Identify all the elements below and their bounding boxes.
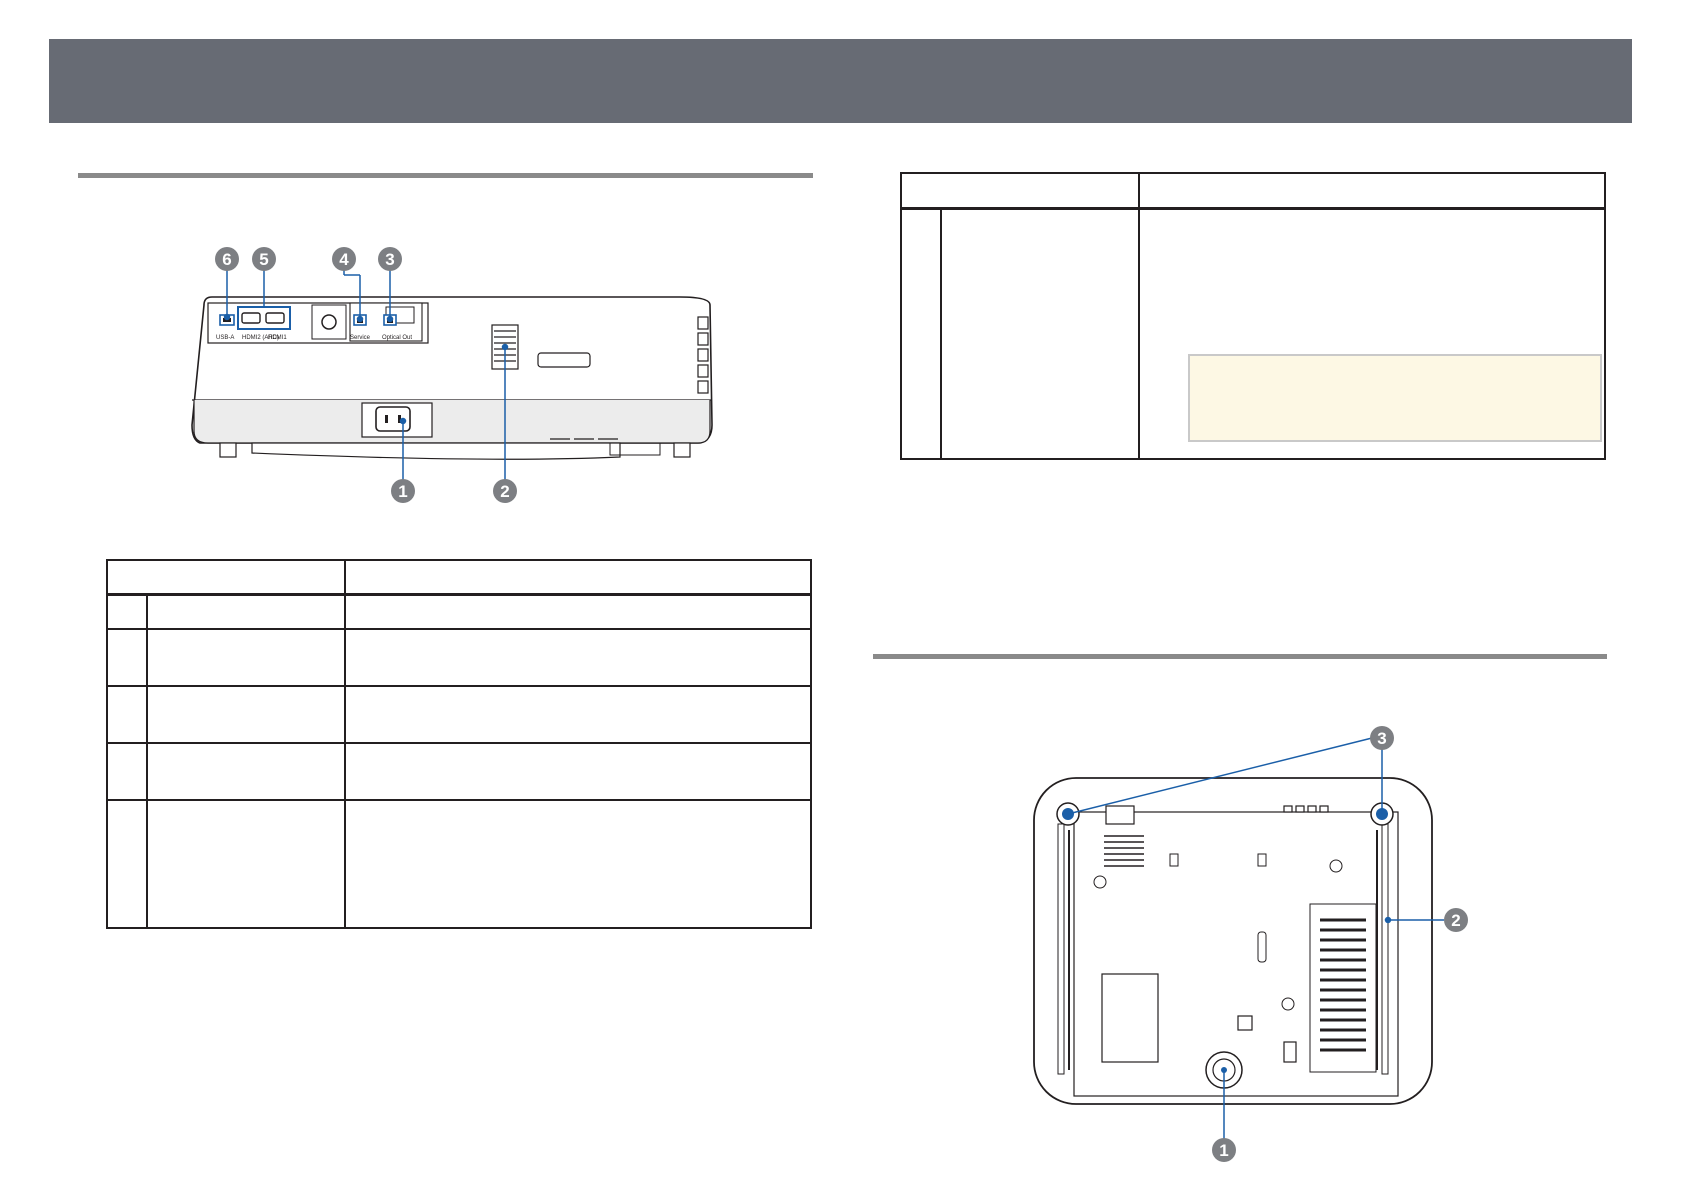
row-number [108, 630, 146, 638]
row-number [108, 596, 146, 604]
table-header [108, 561, 810, 596]
table-header [902, 174, 1604, 210]
row-description [344, 801, 810, 809]
table-row [108, 594, 810, 628]
callout-5: 5 [252, 247, 276, 271]
svg-text:2: 2 [1451, 911, 1460, 930]
projector-body: USB-A HDMI2 (ARC) HDMI1 Service Optical … [191, 296, 713, 460]
row-number [108, 687, 146, 695]
row-name [146, 687, 344, 695]
row-name [146, 744, 344, 752]
svg-text:1: 1 [398, 482, 407, 501]
header-cell-name [902, 174, 1138, 182]
row-number [902, 212, 940, 220]
column-divider [344, 561, 346, 927]
svg-text:3: 3 [385, 250, 394, 269]
row-description [344, 687, 810, 695]
table-row [108, 799, 810, 929]
callout-1: 1 [391, 479, 415, 503]
header-bar [49, 39, 1632, 123]
svg-text:5: 5 [259, 250, 268, 269]
header-cell-function [344, 561, 810, 569]
projector-rear-diagram: USB-A HDMI2 (ARC) HDMI1 Service Optical … [191, 247, 713, 503]
continued-parts-table [900, 172, 1606, 460]
section-rule-base [873, 654, 1607, 659]
row-number [108, 801, 146, 809]
header-cell-name [108, 561, 344, 569]
column-divider [1138, 174, 1140, 458]
row-description [344, 630, 810, 638]
table-row [108, 742, 810, 799]
port-label-optical: Optical Out [382, 335, 412, 341]
projector-base-diagram: 3 2 1 [1033, 726, 1468, 1162]
section-rule-rear [78, 173, 813, 178]
header-cell-function [1138, 174, 1604, 182]
row-name [146, 630, 344, 638]
port-label-service: Service [350, 335, 371, 341]
svg-text:3: 3 [1377, 729, 1386, 748]
number-column-divider [940, 210, 942, 458]
base-callout-3: 3 [1370, 726, 1394, 750]
table-row [108, 628, 810, 685]
row-number [108, 744, 146, 752]
svg-text:1: 1 [1219, 1141, 1228, 1160]
callout-4: 4 [332, 247, 356, 271]
svg-text:4: 4 [339, 250, 349, 269]
row-description [1138, 212, 1604, 220]
number-column-divider [146, 596, 148, 927]
row-name [146, 801, 344, 809]
row-description [344, 596, 810, 604]
note-box [1188, 354, 1602, 442]
rear-parts-table [106, 559, 812, 929]
row-description [344, 744, 810, 752]
callout-3: 3 [378, 247, 402, 271]
port-label-usb-a: USB-A [216, 335, 234, 341]
row-name [940, 212, 1138, 220]
row-name [146, 596, 344, 604]
port-label-hdmi1: HDMI1 [268, 335, 287, 341]
callout-6: 6 [215, 247, 239, 271]
svg-text:6: 6 [222, 250, 231, 269]
port-label-hdmi2: HDMI2 (ARC) [242, 335, 279, 341]
base-callout-1: 1 [1212, 1138, 1236, 1162]
table-row [108, 685, 810, 742]
callout-2: 2 [493, 479, 517, 503]
svg-text:2: 2 [500, 482, 509, 501]
note-text [1190, 356, 1600, 364]
base-callout-2: 2 [1444, 908, 1468, 932]
